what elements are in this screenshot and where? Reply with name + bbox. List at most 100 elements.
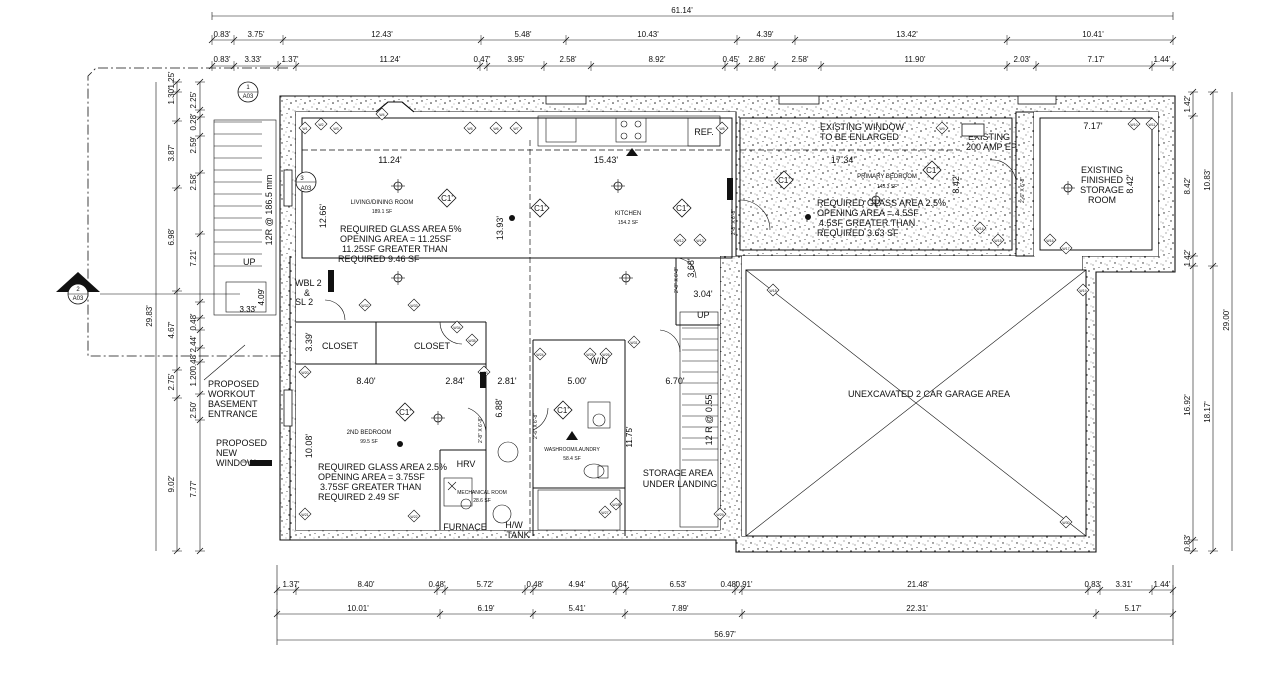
wall-tag-5 — [489, 121, 503, 135]
wall-tag-28 — [713, 507, 727, 521]
dim-409: 4.09' — [257, 288, 266, 306]
existing-window-2: TO BE ENLARGED — [820, 132, 899, 142]
wbl-2: & — [304, 288, 310, 298]
kitchen-name: KITCHEN — [615, 211, 641, 217]
mech-name: MECHANICAL ROOM — [457, 490, 507, 496]
kitchen-counter: REF. — [537, 115, 721, 156]
wall-tag-label-4: W5 — [467, 127, 472, 131]
wall-tag-label-13: W14 — [976, 227, 983, 231]
sec1-num: 1 — [246, 85, 250, 91]
wall-tag-31 — [358, 298, 372, 312]
proposed-window-2: NEW — [216, 448, 238, 458]
wall-tag-label-16: W17 — [1062, 247, 1069, 251]
panel-1: EXISTING — [968, 132, 1010, 142]
wall-tag-label-8: W9 — [939, 127, 944, 131]
wall-tag-26 — [598, 505, 612, 519]
wall-tag-3 — [375, 107, 389, 121]
dim-t3-3: 11.24' — [380, 55, 401, 64]
section-marker-2: 2 A03 — [56, 272, 240, 305]
dim-t3-13: 7.17' — [1087, 55, 1105, 64]
wall-tag-8 — [935, 121, 949, 135]
wall-tag-label-28: W29 — [716, 513, 723, 517]
wall-tag-label-25: W26 — [602, 353, 609, 357]
dim-li-0: 2.25' — [189, 91, 198, 109]
dim-total-top: 61.14' — [671, 6, 693, 15]
kitchen-dim-h: 13.93' — [495, 216, 505, 241]
dim-b1-11: 0.83' — [1084, 580, 1102, 589]
dim-li-10: 7.77' — [189, 480, 198, 498]
dim-lo-6: 9.02' — [167, 475, 176, 493]
wall-tag-4 — [463, 121, 477, 135]
wall-tag-label-19: W20 — [301, 371, 308, 375]
closet-1: CLOSET — [322, 341, 359, 351]
living-dim-h: 12.66' — [318, 204, 328, 229]
dim-t3-10: 2.58' — [791, 55, 809, 64]
dim-lo-1: 1.25' — [167, 71, 176, 89]
wall-tag-label-30: W31 — [630, 341, 637, 345]
dim-ri-4: 0.83' — [1183, 534, 1192, 552]
dim-t3-12: 2.03' — [1013, 55, 1031, 64]
wall-tag-32 — [407, 298, 421, 312]
wall-tag-label-12: W13 — [696, 239, 703, 243]
dim-li-9: 2.50' — [189, 401, 198, 419]
dim-t2-4: 10.43' — [637, 30, 659, 39]
wall-tag-19 — [298, 365, 312, 379]
dim-b1-0: 1.37' — [282, 580, 300, 589]
c1-tag-0 — [437, 188, 457, 208]
wall-tag-24 — [583, 347, 597, 361]
hw-tank-2: TANK — [506, 530, 529, 540]
door-wash: 2'-6" X 6'-8" — [533, 413, 539, 439]
dim-b2-3: 7.89' — [671, 604, 689, 613]
dim-t3-1: 3.33' — [244, 55, 262, 64]
storage-name-4: ROOM — [1088, 195, 1116, 205]
primary-name: PRIMARY BEDROOM — [857, 174, 917, 180]
proposed-entrance-4: ENTRANCE — [208, 409, 258, 419]
dim-lo-3: 6.98' — [167, 228, 176, 246]
c1-tag-label-2: C1' — [676, 204, 688, 213]
wall-tag-label-17: W18 — [769, 289, 776, 293]
dim-rm-1: 18.17' — [1203, 401, 1212, 423]
doors: 2'-8" X 6'-8" 2'-6" X 6'-8" 2'-8" X 6'-8… — [324, 159, 1026, 443]
storage-dim-w: 7.17' — [1083, 121, 1103, 131]
c1-tag-6 — [553, 400, 573, 420]
wall-tag-16 — [1059, 241, 1073, 255]
dim-ri-3: 16.92' — [1183, 394, 1192, 416]
wall-tag-33 — [450, 320, 464, 334]
wall-tag-label-9: W10 — [1130, 123, 1137, 127]
bed2-dim-h: 10.08' — [304, 434, 314, 459]
bed2-area: 99.5 SF — [360, 439, 378, 445]
panel-2: 200 AMP EP. — [966, 142, 1018, 152]
primary-glass-1: REQUIRED GLASS AREA 2.5% — [817, 198, 946, 208]
windows — [283, 95, 1057, 427]
dim-t2-3: 5.48' — [514, 30, 532, 39]
wall-tag-label-23: W24 — [536, 353, 543, 357]
primary-glass-3: 4.5SF GREATER THAN — [819, 218, 915, 228]
dim-li-5: 0.48' — [189, 313, 198, 331]
c1-tag-label-5: C1' — [399, 408, 411, 417]
closet-2: CLOSET — [414, 341, 451, 351]
wall-tag-6 — [509, 121, 523, 135]
primary-dim-w: 17.34' — [831, 155, 856, 165]
wall-tag-label-21: W22 — [410, 515, 417, 519]
living-glass-1: REQUIRED GLASS AREA 5% — [340, 224, 462, 234]
living-room-name: LIVING/DINING ROOM — [351, 200, 414, 206]
dim-t2-2: 12.43' — [371, 30, 393, 39]
wall-tag-label-3: W4 — [379, 113, 384, 117]
dim-b1-4: 0.48' — [526, 580, 544, 589]
dim-t2-6: 13.42' — [896, 30, 918, 39]
dim-ri-1: 8.42' — [1183, 177, 1192, 195]
door-storage: 2'-6" X 6'-8" — [1020, 177, 1026, 203]
dim-t3-4: 0.47' — [473, 55, 491, 64]
washroom-fixtures — [328, 178, 811, 531]
wbl-3: SL 2 — [295, 297, 313, 307]
storage-name-1: EXISTING — [1081, 165, 1123, 175]
stair-right-label: 12 R @ 0.55 — [704, 395, 714, 446]
dim-b1-6: 0.64' — [611, 580, 629, 589]
c1-tag-5 — [395, 402, 415, 422]
proposed-entrance-3: BASEMENT — [208, 399, 258, 409]
wall-tag-34 — [465, 333, 479, 347]
understair-2: UNDER LANDING — [643, 479, 718, 489]
garage-area: UNEXCAVATED 2 CAR GARAGE AREA — [745, 269, 1087, 537]
sec2-sheet: A03 — [73, 296, 84, 302]
